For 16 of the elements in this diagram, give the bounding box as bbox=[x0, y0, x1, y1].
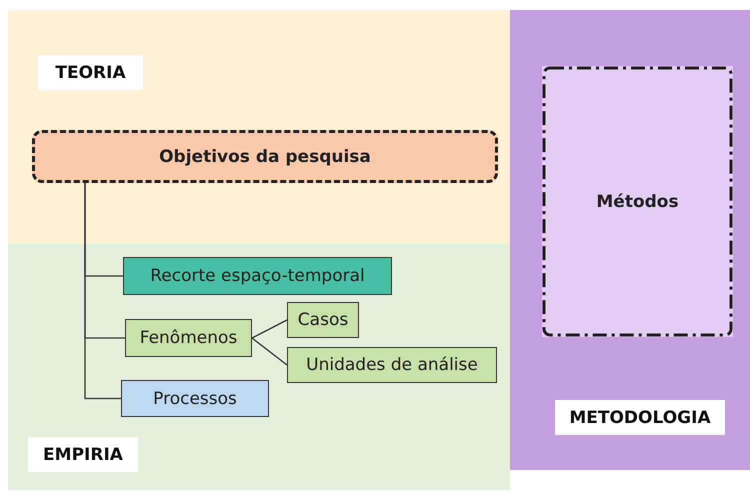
methods-box: Métodos bbox=[542, 66, 733, 337]
process-box: Fenômenos bbox=[125, 319, 252, 357]
empiricism-region bbox=[8, 243, 510, 490]
region-label: TEORIA bbox=[38, 55, 143, 90]
process-box: Recorte espaço-temporal bbox=[123, 257, 392, 295]
process-box: Casos bbox=[287, 302, 359, 338]
region-label: EMPIRIA bbox=[28, 437, 138, 472]
connector-line bbox=[252, 337, 288, 366]
region-label: METODOLOGIA bbox=[555, 400, 725, 435]
connector-line bbox=[252, 319, 288, 339]
theory-region bbox=[8, 10, 510, 243]
connector-line bbox=[84, 183, 121, 400]
process-box: Unidades de análise bbox=[287, 347, 497, 383]
process-box: Processos bbox=[121, 380, 269, 417]
objectives-box: Objetivos da pesquisa bbox=[32, 130, 498, 183]
methodology-region bbox=[510, 10, 750, 470]
